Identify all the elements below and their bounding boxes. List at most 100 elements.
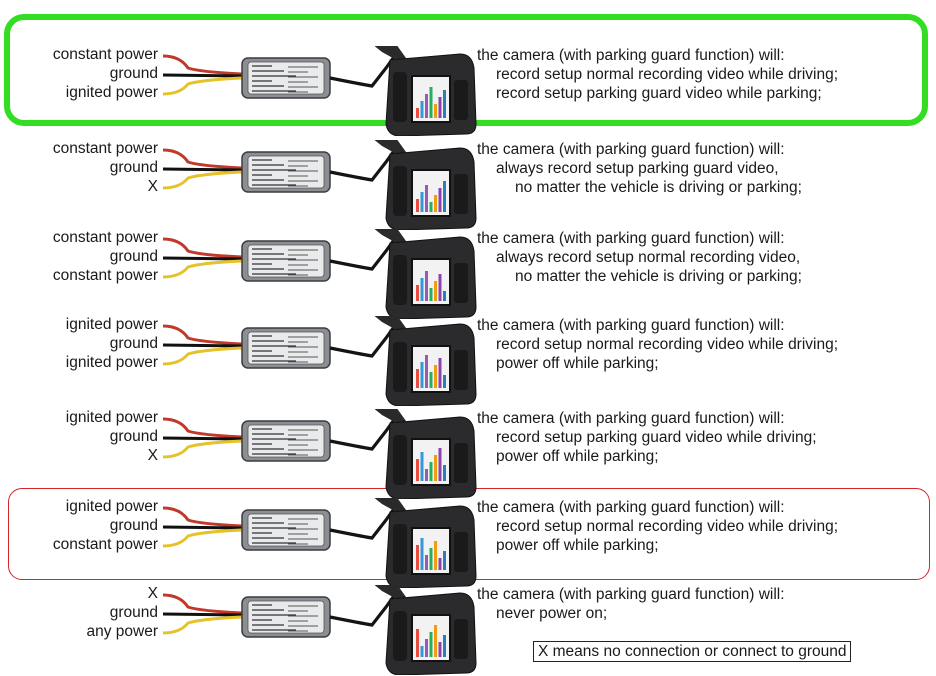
description-line: the camera (with parking guard function)… [477, 141, 785, 158]
hardwire-kit-illustration [162, 585, 477, 675]
dashcam-icon [374, 585, 477, 675]
yellow-wire [162, 615, 243, 635]
wire-label: ignited power [65, 84, 158, 101]
camera-cable [329, 236, 398, 271]
wiring-row: ignited power ground constant power the cam… [0, 498, 936, 588]
hardwire-kit-illustration [162, 229, 477, 319]
camera-behavior-description: the camera (with parking guard function)… [477, 585, 785, 623]
wire-label: X [147, 447, 158, 464]
description-line: the camera (with parking guard function)… [477, 499, 785, 516]
wire-label: ignited power [65, 409, 158, 426]
description-line: record setup normal recording video whil… [496, 66, 839, 83]
black-wire [162, 73, 243, 78]
wire-label: constant power [52, 267, 158, 284]
wires [162, 593, 243, 635]
dashcam-icon [374, 498, 477, 588]
wire-label: ground [109, 428, 158, 445]
black-wire [162, 343, 243, 348]
description-line: record setup parking guard video while d… [496, 429, 817, 446]
camera-behavior-description: the camera (with parking guard function)… [477, 229, 802, 286]
description-line: power off while parking; [496, 355, 659, 372]
wire-label: constant power [52, 536, 158, 553]
black-wire [162, 256, 243, 261]
hardwire-kit-illustration [162, 46, 477, 136]
wires [162, 506, 243, 548]
description-line: the camera (with parking guard function)… [477, 317, 785, 334]
wires [162, 237, 243, 279]
wire-label: ground [109, 604, 158, 621]
red-wire [162, 148, 243, 170]
wires [162, 54, 243, 96]
hardwire-converter-box [241, 151, 331, 193]
description-line: the camera (with parking guard function)… [477, 586, 785, 603]
wire-label: X [147, 585, 158, 602]
wire-label: ignited power [65, 498, 158, 515]
wire-label: constant power [52, 229, 158, 246]
camera-behavior-description: the camera (with parking guard function)… [477, 46, 838, 103]
description-line: the camera (with parking guard function)… [477, 47, 785, 64]
wire-label: ignited power [65, 316, 158, 333]
wire-label: ground [109, 517, 158, 534]
wire-label: ground [109, 335, 158, 352]
red-wire [162, 593, 243, 615]
red-wire [162, 237, 243, 259]
hardwire-kit-illustration [162, 498, 477, 588]
description-line: record setup normal recording video whil… [496, 518, 839, 535]
yellow-wire [162, 346, 243, 366]
description-line: the camera (with parking guard function)… [477, 230, 785, 247]
hardwire-converter-box [241, 240, 331, 282]
camera-behavior-description: the camera (with parking guard function)… [477, 498, 838, 555]
red-wire [162, 506, 243, 528]
description-line: the camera (with parking guard function)… [477, 410, 785, 427]
hardwire-kit-illustration [162, 316, 477, 406]
dashcam-icon [374, 46, 477, 136]
yellow-wire [162, 439, 243, 459]
camera-behavior-description: the camera (with parking guard function)… [477, 409, 817, 466]
red-wire [162, 54, 243, 76]
wires [162, 417, 243, 459]
camera-behavior-description: the camera (with parking guard function)… [477, 140, 802, 197]
hardwire-converter-box [241, 57, 331, 99]
yellow-wire [162, 76, 243, 96]
yellow-wire [162, 259, 243, 279]
wire-label: constant power [52, 140, 158, 157]
description-line: no matter the vehicle is driving or park… [515, 179, 802, 196]
camera-behavior-description: the camera (with parking guard function)… [477, 316, 838, 373]
wire-label: any power [86, 623, 158, 640]
wire-label: ignited power [65, 354, 158, 371]
camera-cable [329, 416, 398, 451]
red-wire [162, 417, 243, 439]
camera-cable [329, 505, 398, 540]
wire-label: ground [109, 248, 158, 265]
yellow-wire [162, 528, 243, 548]
description-line: record setup normal recording video whil… [496, 336, 839, 353]
red-wire [162, 324, 243, 346]
dashcam-icon [374, 316, 477, 406]
description-line: always record setup parking guard video, [496, 160, 779, 177]
wiring-row: constant power ground constant power the ca… [0, 229, 936, 319]
description-line: no matter the vehicle is driving or park… [515, 268, 802, 285]
legend-note: X means no connection or connect to grou… [533, 641, 852, 662]
camera-cable [329, 147, 398, 182]
dashcam-icon [374, 229, 477, 319]
black-wire [162, 436, 243, 441]
description-line: record setup parking guard video while p… [496, 85, 822, 102]
black-wire [162, 612, 243, 617]
wiring-row: ignited power ground ignited power the came… [0, 316, 936, 406]
wires [162, 148, 243, 190]
black-wire [162, 525, 243, 530]
description-line: always record setup normal recording vid… [496, 249, 801, 266]
yellow-wire [162, 170, 243, 190]
dashcam-icon [374, 409, 477, 499]
camera-cable [329, 592, 398, 627]
camera-cable [329, 53, 398, 88]
hardwire-converter-box [241, 596, 331, 638]
hardwire-converter-box [241, 509, 331, 551]
wire-label: constant power [52, 46, 158, 63]
black-wire [162, 167, 243, 172]
